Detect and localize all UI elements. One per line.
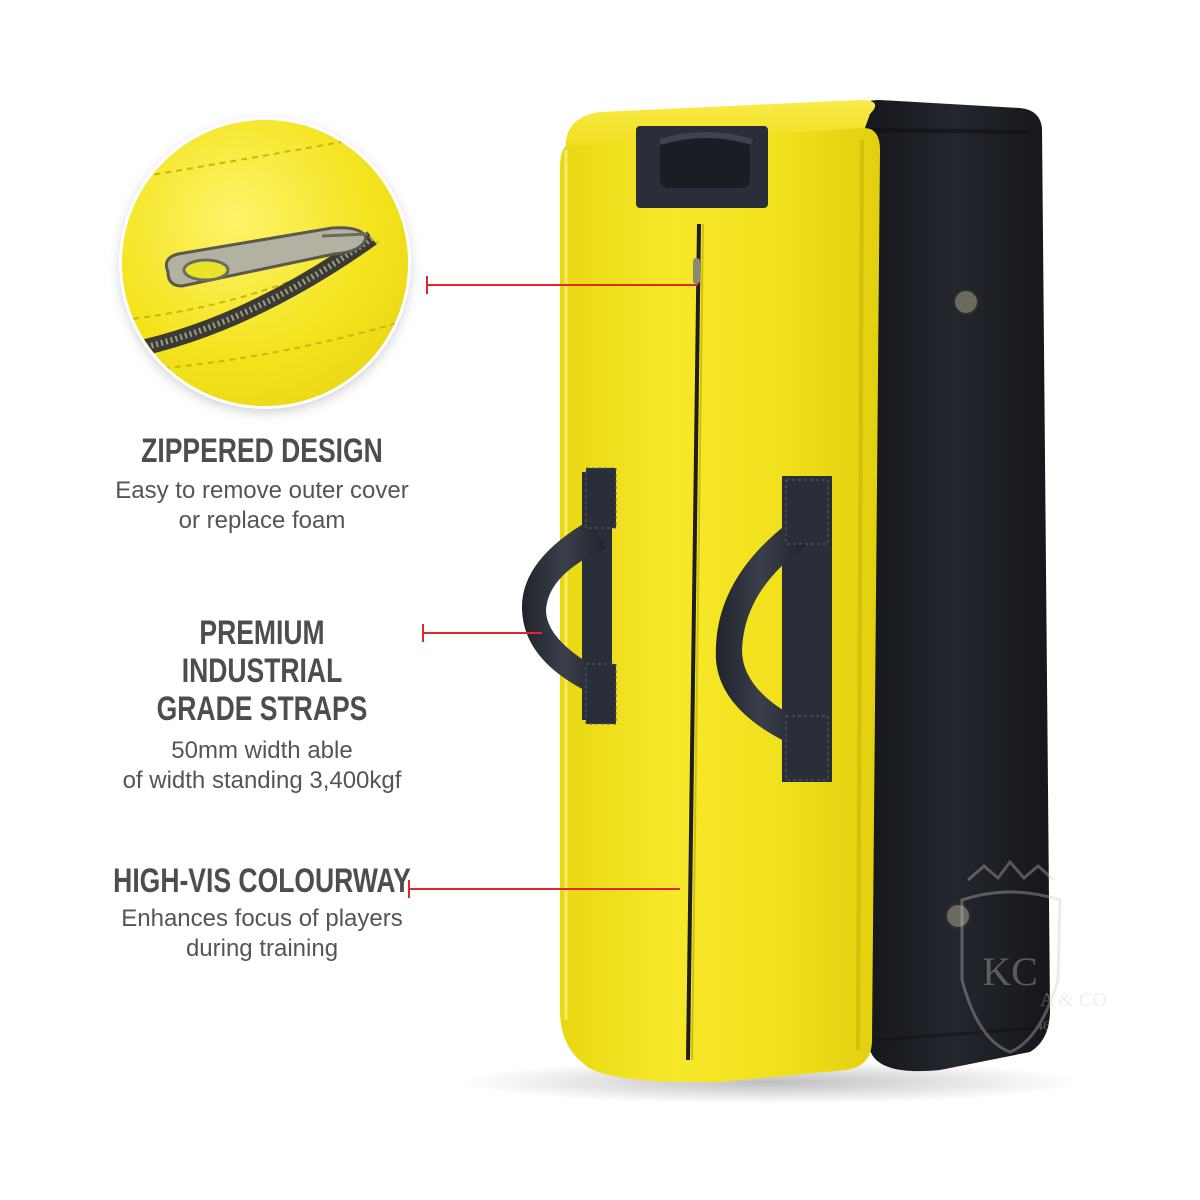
callout-line-zipper [426, 276, 698, 294]
callout-line-straps [422, 624, 542, 642]
zipper-closeup [122, 129, 408, 371]
feature-title: GRADE STRAPS [156, 690, 368, 728]
zipper-seam [686, 223, 701, 1061]
rivet [953, 289, 979, 315]
feature-title: HIGH-VIS COLOURWAY [113, 862, 411, 900]
feature-desc-line: or replace foam [178, 507, 346, 534]
feature-title: PREMIUM INDUSTRIAL [181, 614, 343, 690]
feature-desc-line: during training [185, 935, 339, 962]
watermark-crest-icon: KC A & CO 46 [960, 859, 1107, 1054]
front-face [560, 128, 880, 1083]
side-panel [858, 100, 1050, 1072]
right-handle [715, 476, 832, 782]
watermark-year: 46 [1036, 1019, 1050, 1034]
feature-desc-line: Easy to remove outer cover [115, 477, 409, 504]
watermark-text: A & CO [1040, 989, 1107, 1011]
feature-desc-line: Enhances focus of players [121, 905, 403, 932]
zipper-pull-icon [693, 258, 700, 284]
feature-desc-line: of width standing 3,400kgf [122, 767, 402, 794]
feature-zippered-design: ZIPPERED DESIGN Easy to remove outer cov… [80, 432, 444, 536]
watermark-monogram: KC [982, 949, 1038, 994]
feature-high-vis-colourway: HIGH-VIS COLOURWAY Enhances focus of pla… [60, 862, 464, 964]
feature-title: ZIPPERED DESIGN [141, 432, 383, 470]
callout-line-colourway [408, 880, 680, 898]
feature-industrial-straps: PREMIUM INDUSTRIAL GRADE STRAPS 50mm wid… [80, 614, 444, 796]
rivet [945, 903, 971, 929]
left-handle [521, 467, 617, 725]
zipper-detail-zoom [122, 120, 408, 406]
feature-desc-line: 50mm width able [171, 737, 353, 764]
